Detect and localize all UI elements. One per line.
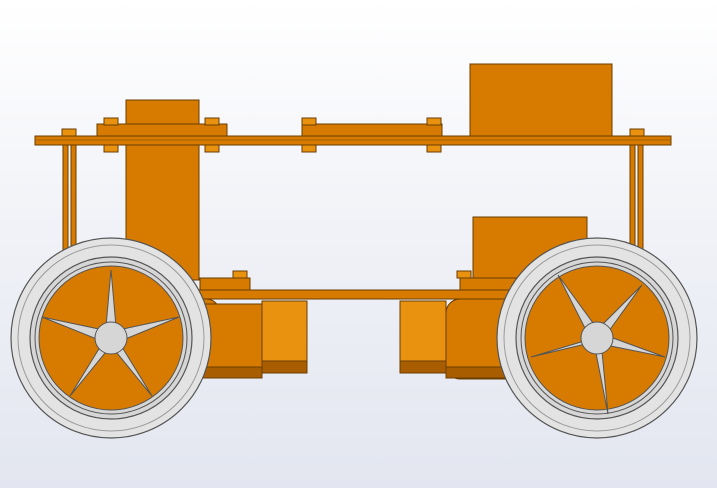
top-controller-box bbox=[469, 63, 613, 137]
top-plate-screws bbox=[61, 117, 645, 153]
rear-wheel-spokes bbox=[530, 274, 666, 415]
top-plate-brackets bbox=[96, 123, 443, 137]
front-wheel bbox=[10, 237, 212, 439]
top-plate bbox=[34, 135, 672, 146]
rear-wheel bbox=[496, 237, 698, 439]
front-wheel-spokes bbox=[41, 269, 180, 397]
